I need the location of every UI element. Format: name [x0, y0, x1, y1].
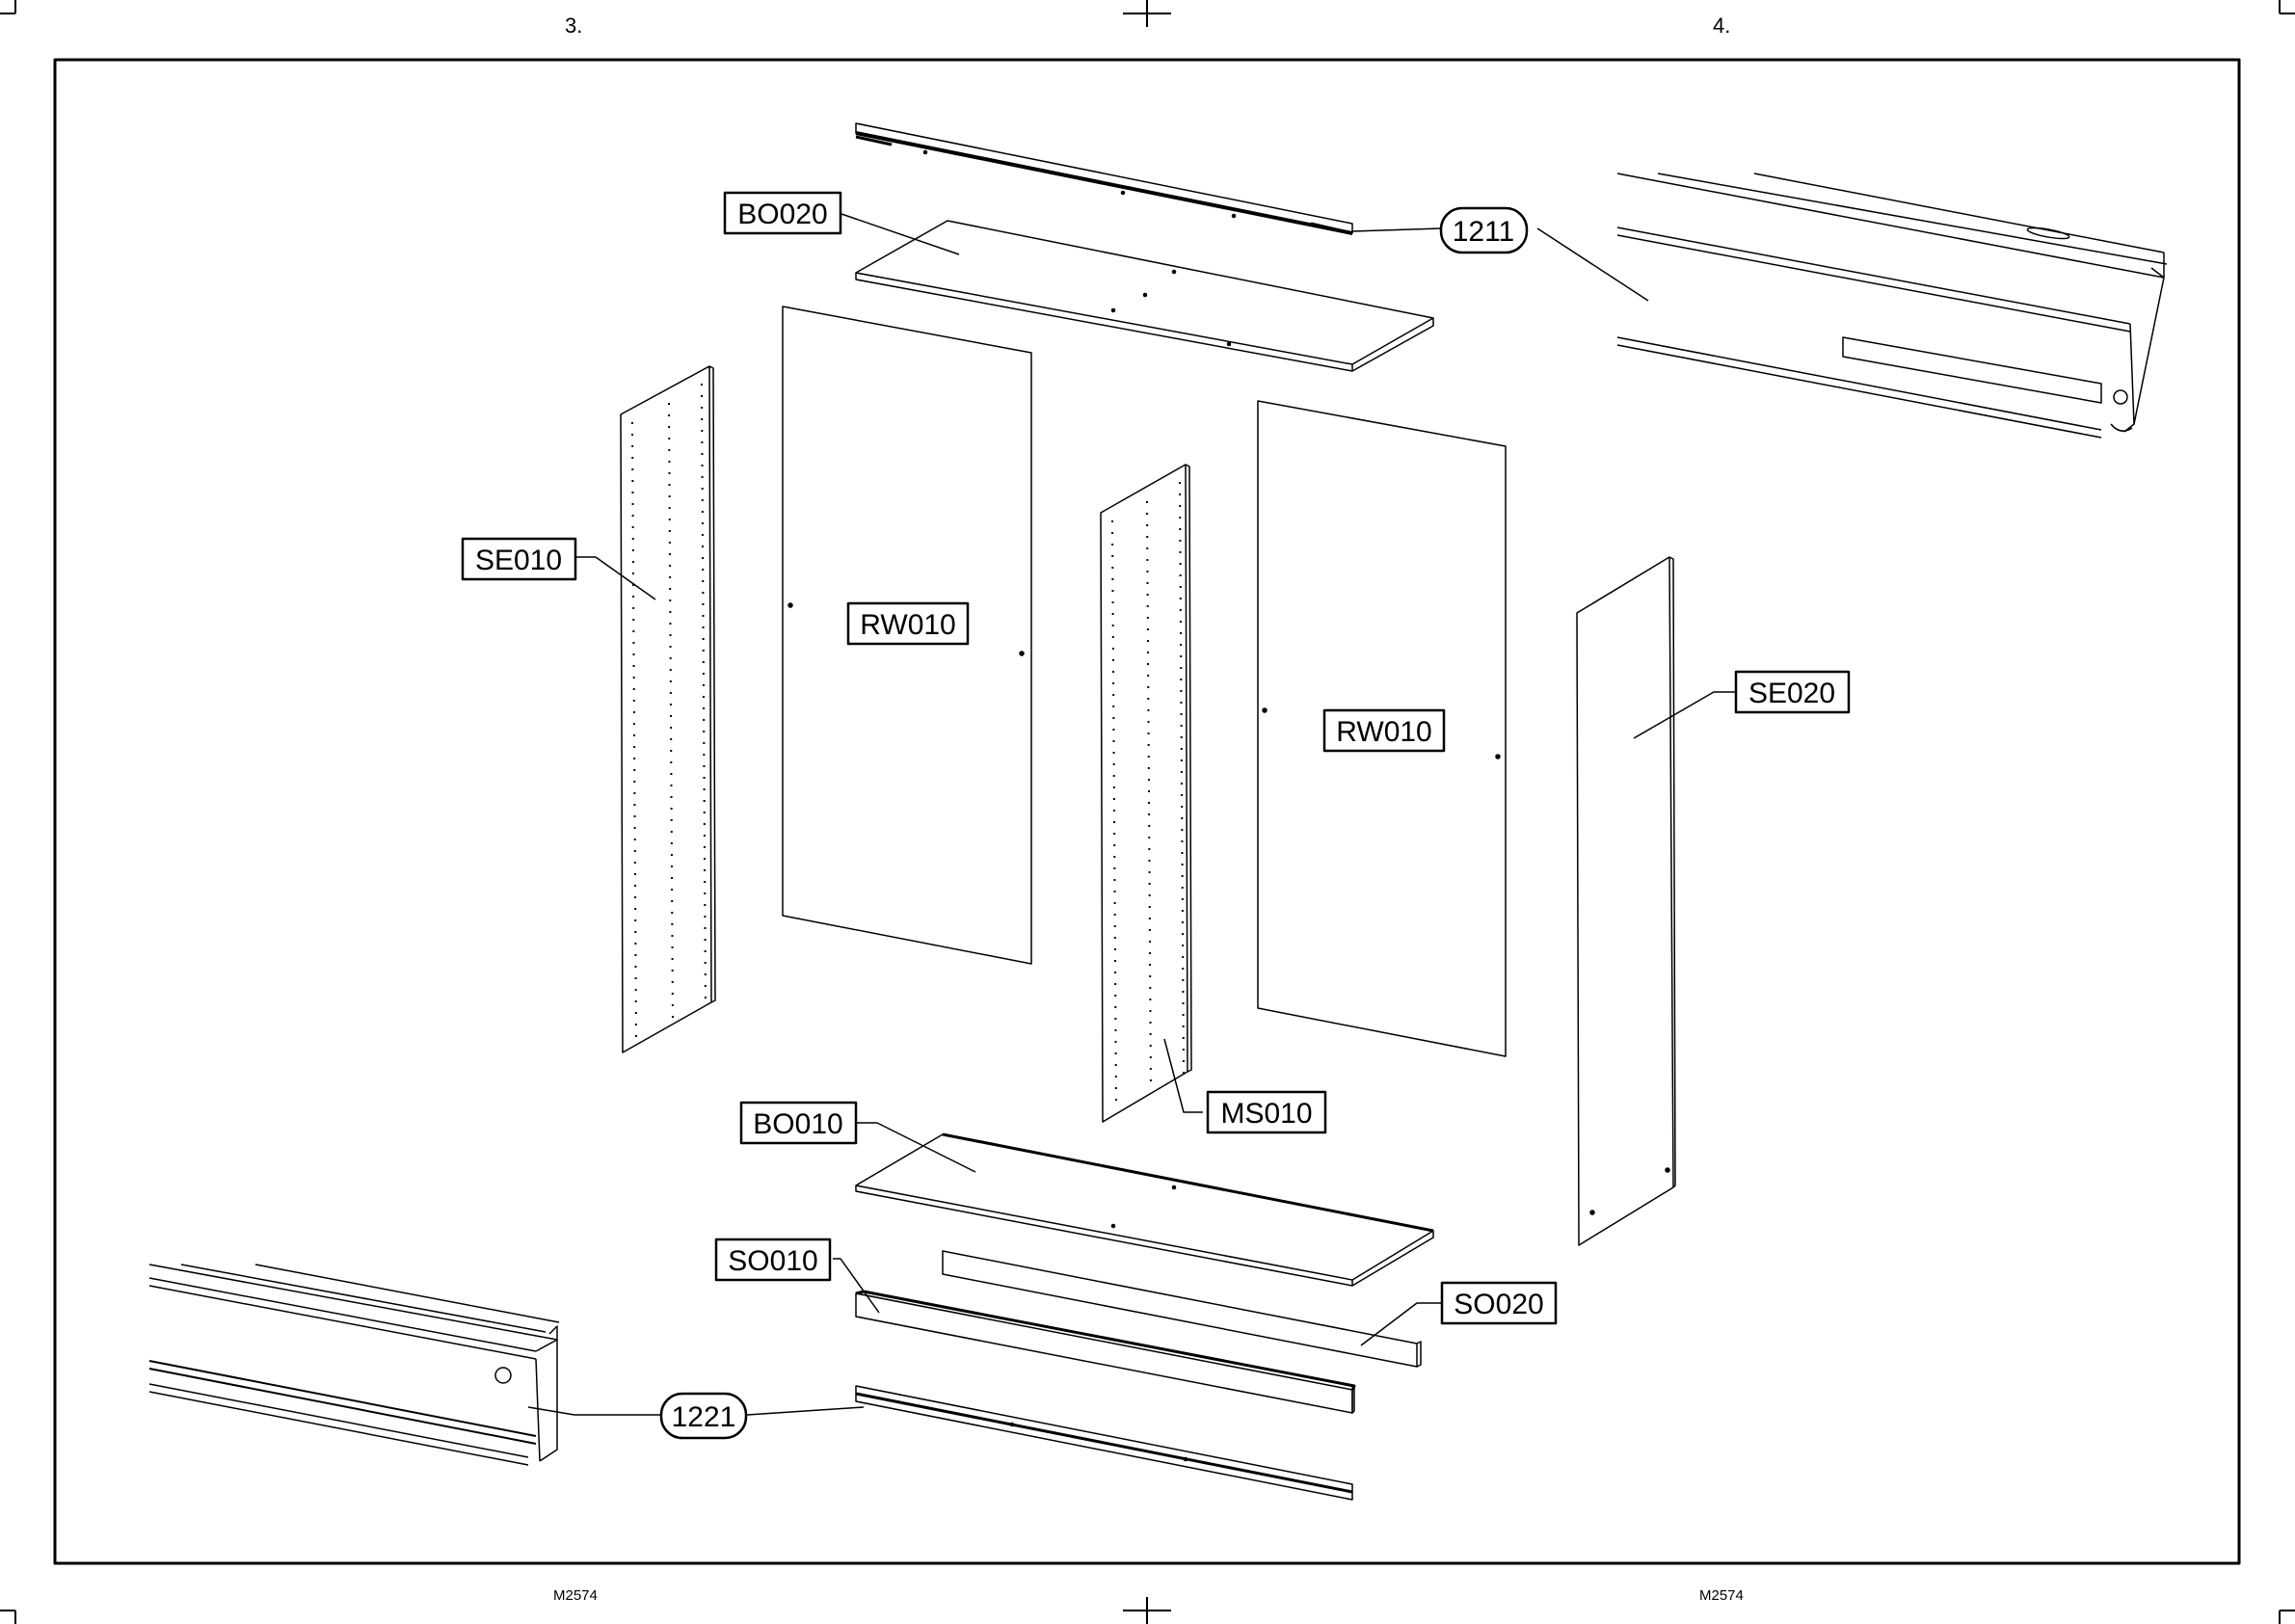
part-labels — [463, 193, 1849, 1438]
label-bo010: BO010 — [753, 1108, 842, 1140]
label-se010: SE010 — [475, 545, 562, 576]
bottom-rail-detail — [149, 1265, 559, 1465]
label-rw010-left: RW010 — [860, 609, 956, 641]
panel-se010 — [621, 366, 715, 1052]
panel-bo020 — [856, 221, 1433, 371]
label-so010: SO010 — [728, 1245, 817, 1277]
label-rw010-right: RW010 — [1336, 716, 1432, 748]
drawing-frame — [55, 60, 2239, 1563]
callout-1221: 1221 — [672, 1401, 736, 1433]
panel-ms010 — [1101, 465, 1191, 1122]
label-ms010: MS010 — [1220, 1098, 1312, 1130]
panel-se020 — [1577, 557, 1675, 1245]
plinth-so020 — [943, 1251, 1421, 1367]
label-se020: SE020 — [1748, 678, 1835, 709]
top-rail-detail — [1617, 173, 2167, 438]
label-bo020: BO020 — [737, 199, 827, 230]
plinth-so010 — [856, 1291, 1354, 1413]
callout-1211: 1211 — [1453, 216, 1515, 248]
top-rail-part — [856, 123, 1352, 233]
label-so020: SO020 — [1454, 1289, 1543, 1320]
bottom-rail-part — [856, 1386, 1352, 1500]
